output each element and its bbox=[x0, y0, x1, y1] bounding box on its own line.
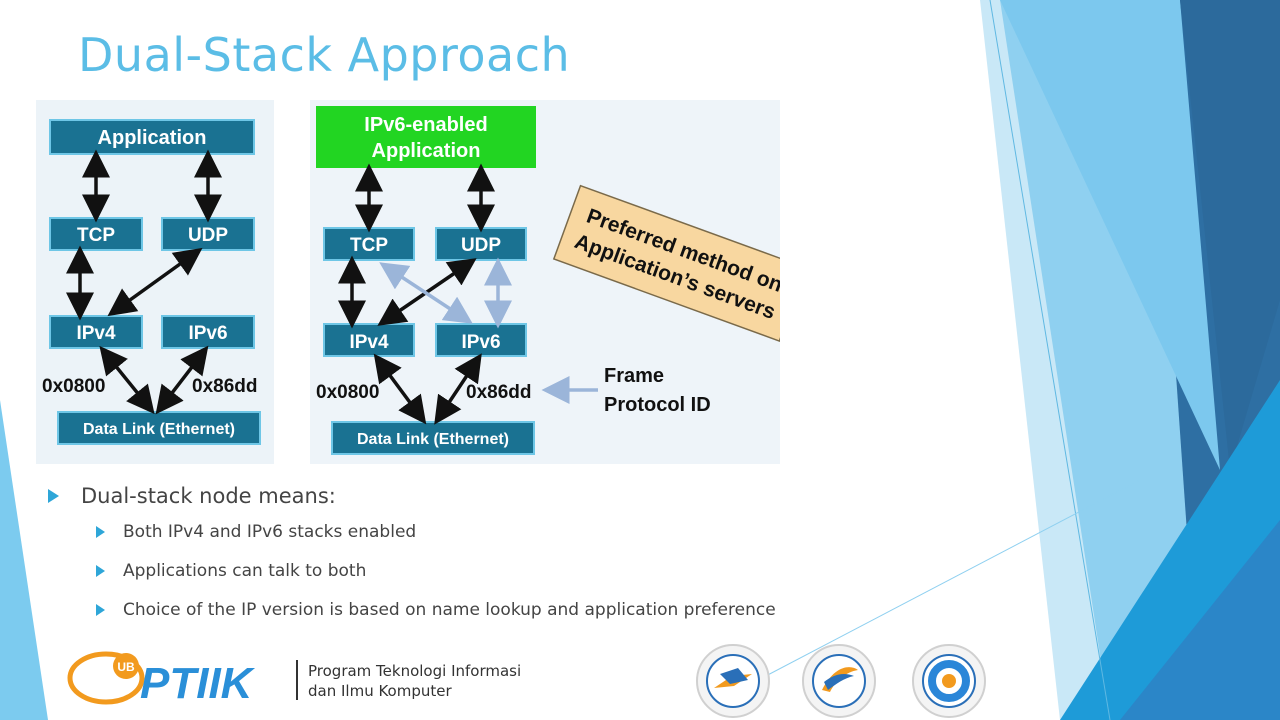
bullet-sub: Choice of the IP version is based on nam… bbox=[96, 590, 928, 629]
left-tcp-label: TCP bbox=[77, 225, 115, 246]
logo-divider bbox=[296, 660, 298, 700]
frame-label-line1: Frame bbox=[604, 365, 664, 387]
left-datalink-box bbox=[57, 411, 261, 445]
left-application-box bbox=[49, 119, 255, 155]
callout-box bbox=[552, 184, 780, 342]
informatika-emblem bbox=[696, 644, 770, 718]
right-application-box bbox=[316, 106, 536, 168]
left-ipv4-box bbox=[49, 315, 143, 349]
diagram-svg: Application TCP UDP IPv4 IPv6 Data Link … bbox=[42, 100, 780, 464]
bullet-sub: Applications can talk to both bbox=[96, 551, 928, 590]
right-ipv6-label: IPv6 bbox=[461, 332, 500, 353]
right-ethertype-v4: 0x0800 bbox=[316, 382, 379, 403]
left-ethertype-v4: 0x0800 bbox=[42, 376, 105, 397]
right-tcp-box bbox=[323, 227, 415, 261]
right-ipv4-box bbox=[323, 323, 415, 357]
bullet-arrow-icon bbox=[96, 564, 105, 577]
right-datalink-label: Data Link (Ethernet) bbox=[357, 431, 509, 448]
left-udp-box bbox=[161, 217, 255, 251]
left-datalink-label: Data Link (Ethernet) bbox=[83, 421, 235, 438]
left-ipv6-label: IPv6 bbox=[188, 323, 227, 344]
bullet-main-text: Dual-stack node means: bbox=[81, 484, 336, 508]
bullet-arrow-icon bbox=[96, 525, 105, 538]
left-stack: Application TCP UDP IPv4 IPv6 Data Link … bbox=[42, 119, 261, 445]
left-udp-label: UDP bbox=[188, 225, 228, 246]
department-emblems bbox=[690, 642, 1000, 720]
bullet-sub-text: Both IPv4 and IPv6 stacks enabled bbox=[123, 521, 417, 542]
bullet-main: Dual-stack node means: bbox=[48, 480, 928, 512]
dual-stack-diagram: Application TCP UDP IPv4 IPv6 Data Link … bbox=[36, 100, 780, 464]
ptiik-logo-mark: UB PTIIK bbox=[67, 651, 256, 708]
right-ipv6-box bbox=[435, 323, 527, 357]
right-datalink-box bbox=[331, 421, 535, 455]
right-ipv4-label: IPv4 bbox=[349, 332, 389, 353]
teknik-komputer-emblem bbox=[912, 644, 986, 718]
logo-badge-text: UB bbox=[117, 660, 135, 674]
logo-wordmark: PTIIK bbox=[140, 659, 256, 708]
right-udp-label: UDP bbox=[461, 235, 501, 256]
bullet-arrow-icon bbox=[48, 489, 59, 503]
right-application-line1: IPv6-enabled bbox=[364, 114, 487, 136]
bullet-sub-text: Choice of the IP version is based on nam… bbox=[123, 599, 776, 620]
right-tcp-label: TCP bbox=[350, 235, 388, 256]
left-ethertype-v6: 0x86dd bbox=[192, 376, 257, 397]
slide-title: Dual-Stack Approach bbox=[78, 28, 571, 82]
logo-tagline-1: Program Teknologi Informasi bbox=[308, 662, 522, 680]
right-application-line2: Application bbox=[372, 140, 481, 162]
frame-label-line2: Protocol ID bbox=[604, 394, 711, 416]
sistem-informasi-emblem bbox=[802, 644, 876, 718]
right-ethertype-v6: 0x86dd bbox=[466, 382, 531, 403]
ptiik-logo: UB PTIIK Program Teknologi Informasi dan… bbox=[66, 646, 546, 708]
left-tcp-box bbox=[49, 217, 143, 251]
bullet-sub: Both IPv4 and IPv6 stacks enabled bbox=[96, 512, 928, 551]
bullet-sub-text: Applications can talk to both bbox=[123, 560, 367, 581]
left-application-label: Application bbox=[98, 127, 207, 149]
right-stack: IPv6-enabled Application TCP UDP IPv4 IP… bbox=[316, 106, 780, 455]
logo-tagline-2: dan Ilmu Komputer bbox=[308, 682, 452, 700]
right-udp-box bbox=[435, 227, 527, 261]
bullet-arrow-icon bbox=[96, 603, 105, 616]
left-ipv4-label: IPv4 bbox=[76, 323, 116, 344]
bullet-list: Dual-stack node means: Both IPv4 and IPv… bbox=[48, 480, 928, 629]
